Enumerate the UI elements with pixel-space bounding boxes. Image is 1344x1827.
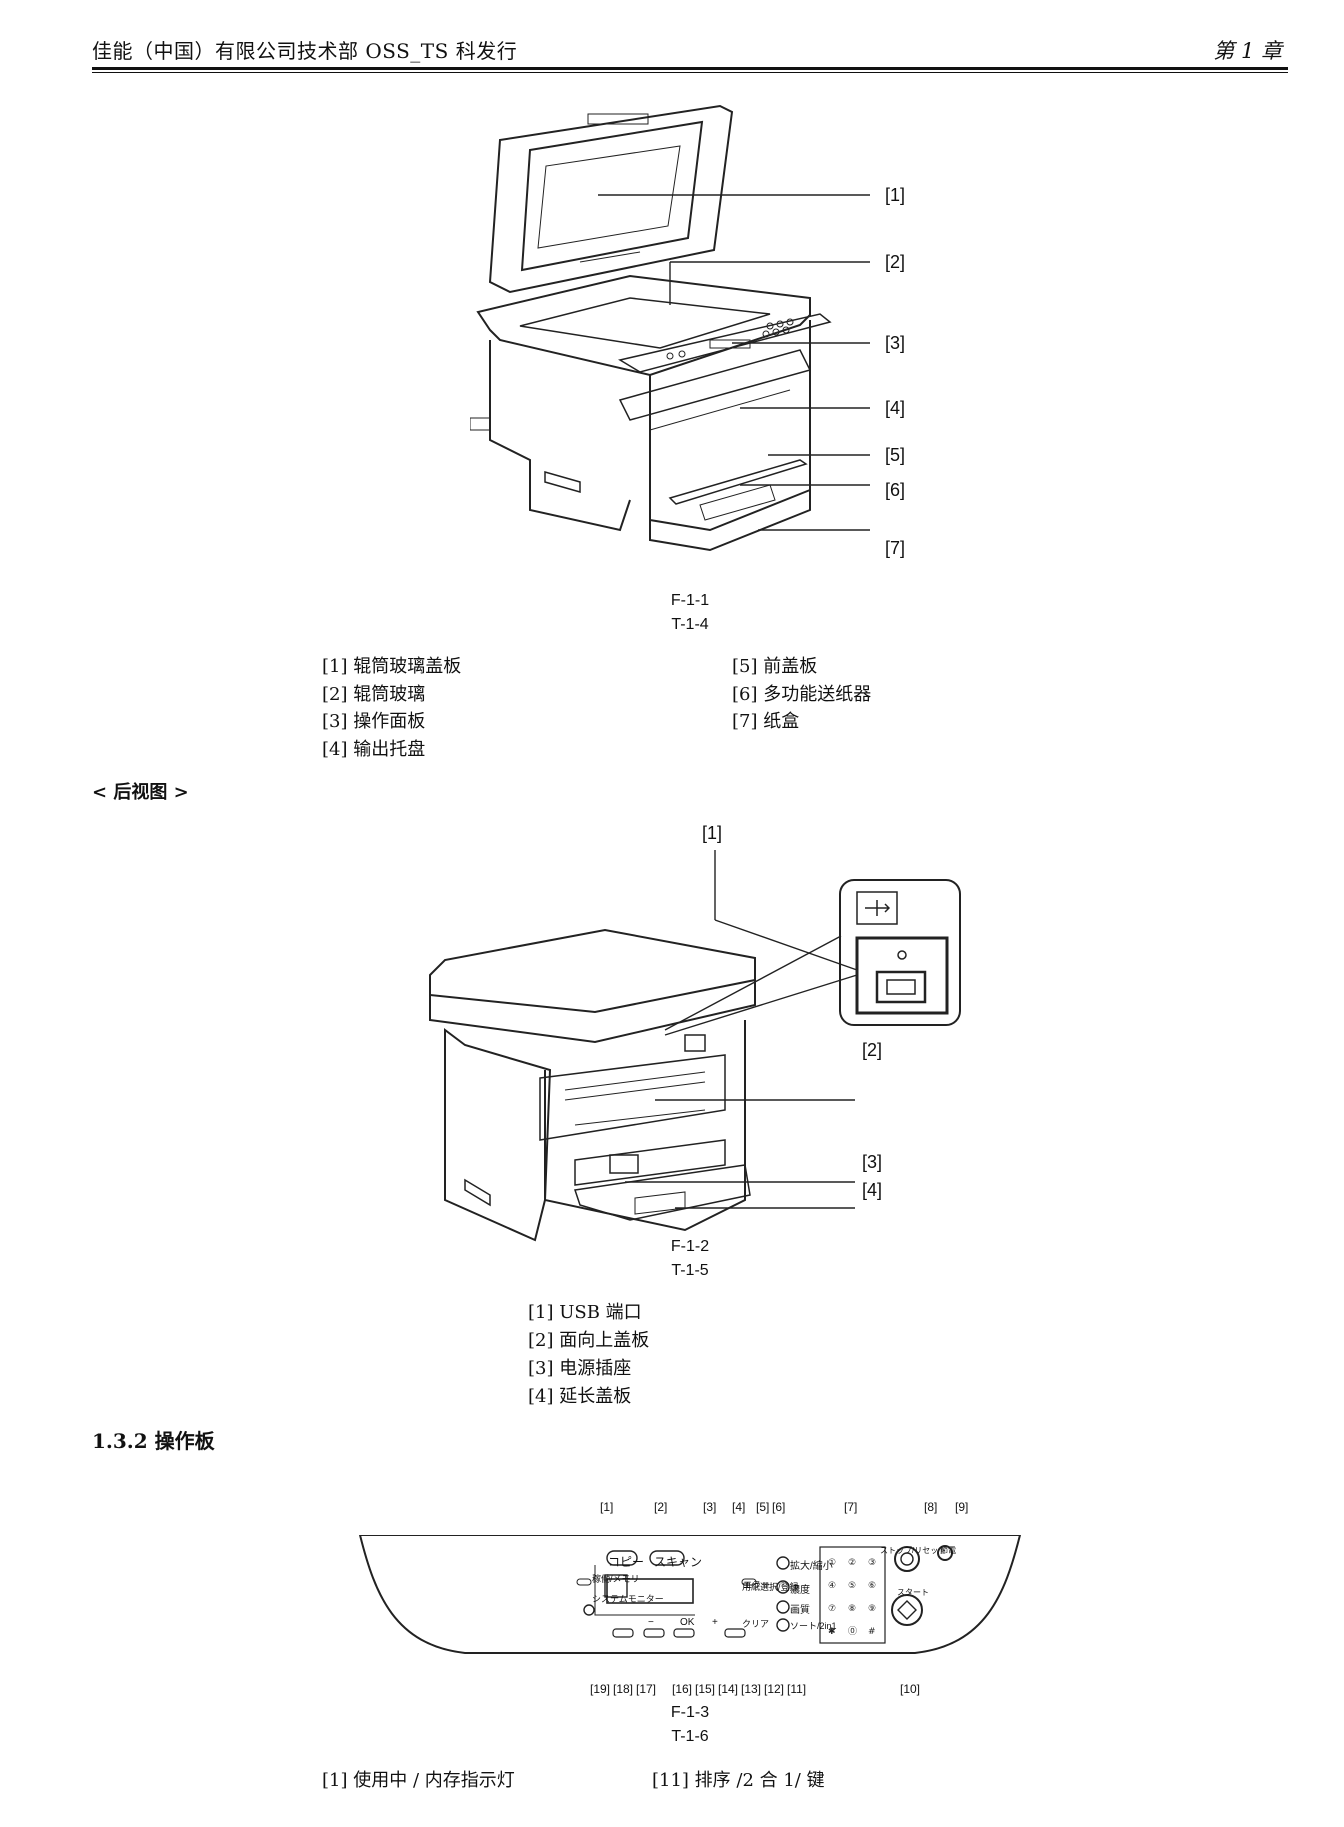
legend-item: [11] 排序 /2 合 1/ 键 <box>652 1770 825 1791</box>
panel-callout-10: [10] <box>900 1682 921 1696</box>
section-number: 1.3.2 <box>92 1429 148 1453</box>
figure-operation-panel: ① ② ③ ④ ⑤ ⑥ ⑦ ⑧ ⑨ ✱ ⓪ # <box>358 1535 1022 1654</box>
legend-item: [6] 多功能送纸器 <box>732 684 872 705</box>
panel-callout-7: [7] <box>844 1500 858 1514</box>
panel-callout-11: [11] <box>787 1682 807 1696</box>
rear-callout-1: [1] <box>702 823 723 843</box>
callout-6: [6] <box>885 480 906 500</box>
enlarge-reduce-label: 拡大/縮小 <box>790 1561 833 1572</box>
header-rule-thin <box>92 72 1288 73</box>
callout-3: [3] <box>885 333 906 353</box>
legend-item: [4] 延长盖板 <box>528 1386 632 1407</box>
plus-button[interactable]: + <box>712 1617 718 1628</box>
panel-callout-17: [17] <box>636 1682 657 1696</box>
paper-select-label: 用紙選択/登録 <box>742 1582 799 1592</box>
figure-rear-view <box>429 850 961 1242</box>
legend-item: [1] USB 端口 <box>528 1302 642 1323</box>
header-rule <box>92 67 1288 70</box>
panel-callout-14: [14] <box>718 1682 739 1696</box>
keypad-key: # <box>868 1627 876 1637</box>
keypad-key: ② <box>848 1558 856 1568</box>
panel-callout-15: [15] <box>695 1682 716 1696</box>
figure-caption: F-1-1 <box>670 592 710 609</box>
in-use-memory-label: 稼働/メモリ <box>592 1574 640 1584</box>
panel-callout-16: [16] <box>672 1682 693 1696</box>
table-caption: T-1-5 <box>671 1262 709 1279</box>
legend-item: [1] 使用中 / 内存指示灯 <box>322 1770 515 1791</box>
keypad-key: ⑤ <box>848 1581 856 1591</box>
legend-item: [2] 辊筒玻璃 <box>322 684 426 705</box>
legend-item: [7] 纸盒 <box>732 711 800 732</box>
copy-button[interactable]: コピー <box>608 1555 645 1569</box>
panel-callout-13: [13] <box>741 1682 762 1696</box>
callout-4: [4] <box>885 398 906 418</box>
section-heading: 1.3.2 操作板 <box>92 1425 215 1454</box>
callout-1: [1] <box>885 185 906 205</box>
rear-callout-4: [4] <box>862 1180 883 1200</box>
error-label: エラー <box>743 1580 771 1590</box>
figure-front-view <box>470 104 870 552</box>
panel-callout-8: [8] <box>924 1500 938 1514</box>
panel-callout-19: [19] <box>590 1682 611 1696</box>
panel-callout-9: [9] <box>955 1500 969 1514</box>
keypad-key: ⓪ <box>848 1626 857 1637</box>
rear-callout-2: [2] <box>862 1040 883 1060</box>
figure-caption: F-1-2 <box>670 1238 710 1255</box>
keypad-key: ⑧ <box>848 1604 856 1614</box>
power-save-label: 節電 <box>940 1546 956 1555</box>
scan-button[interactable]: スキャン <box>654 1555 703 1569</box>
header-left-text: 佳能（中国）有限公司技术部 OSS_TS 科发行 <box>92 39 518 63</box>
ok-button[interactable]: OK <box>680 1617 695 1628</box>
sort-2in1-label: ソート/2in1 <box>790 1621 837 1631</box>
keypad-key: ⑦ <box>828 1604 836 1614</box>
panel-callout-12: [12] <box>764 1682 785 1696</box>
panel-callout-3: [3] <box>703 1500 717 1514</box>
table-caption: T-1-4 <box>671 616 709 633</box>
rear-callout-3: [3] <box>862 1152 883 1172</box>
table-caption: T-1-6 <box>671 1728 709 1745</box>
figure-caption: F-1-3 <box>670 1704 710 1721</box>
legend-item: [3] 电源插座 <box>528 1358 632 1379</box>
start-label: スタート <box>897 1588 929 1597</box>
panel-callout-18: [18] <box>613 1682 634 1696</box>
keypad-key: ⑨ <box>868 1604 876 1614</box>
chapter-label: 第 1 章 <box>1213 39 1282 63</box>
legend-item: [2] 面向上盖板 <box>528 1330 650 1351</box>
keypad-key: ⑥ <box>868 1581 876 1591</box>
legend-item: [3] 操作面板 <box>322 711 426 732</box>
legend-item: [4] 输出托盘 <box>322 739 426 760</box>
rear-view-heading: < 后视图 > <box>92 782 189 803</box>
panel-callout-2: [2] <box>654 1500 668 1514</box>
stop-reset-label: ストップ/リセット <box>880 1546 947 1555</box>
panel-callout-5: [5] <box>756 1500 770 1514</box>
section-title: 操作板 <box>154 1429 215 1453</box>
keypad-key: ✱ <box>828 1627 836 1637</box>
image-quality-label: 画質 <box>790 1605 810 1616</box>
panel-callout-1: [1] <box>600 1500 614 1514</box>
clear-button[interactable]: クリア <box>742 1619 770 1629</box>
legend-item: [1] 辊筒玻璃盖板 <box>322 656 462 677</box>
callout-5: [5] <box>885 445 906 465</box>
keypad-key: ③ <box>868 1558 876 1568</box>
system-monitor-label: システムモニター <box>592 1594 664 1604</box>
legend-item: [5] 前盖板 <box>732 656 818 677</box>
panel-callout-6: [6] <box>772 1500 786 1514</box>
keypad-key: ① <box>828 1558 836 1568</box>
keypad-key: ④ <box>828 1581 836 1591</box>
minus-button[interactable]: − <box>648 1617 654 1628</box>
callout-7: [7] <box>885 538 906 558</box>
callout-2: [2] <box>885 252 906 272</box>
density-label: 濃度 <box>790 1585 810 1596</box>
panel-callout-4: [4] <box>732 1500 746 1514</box>
